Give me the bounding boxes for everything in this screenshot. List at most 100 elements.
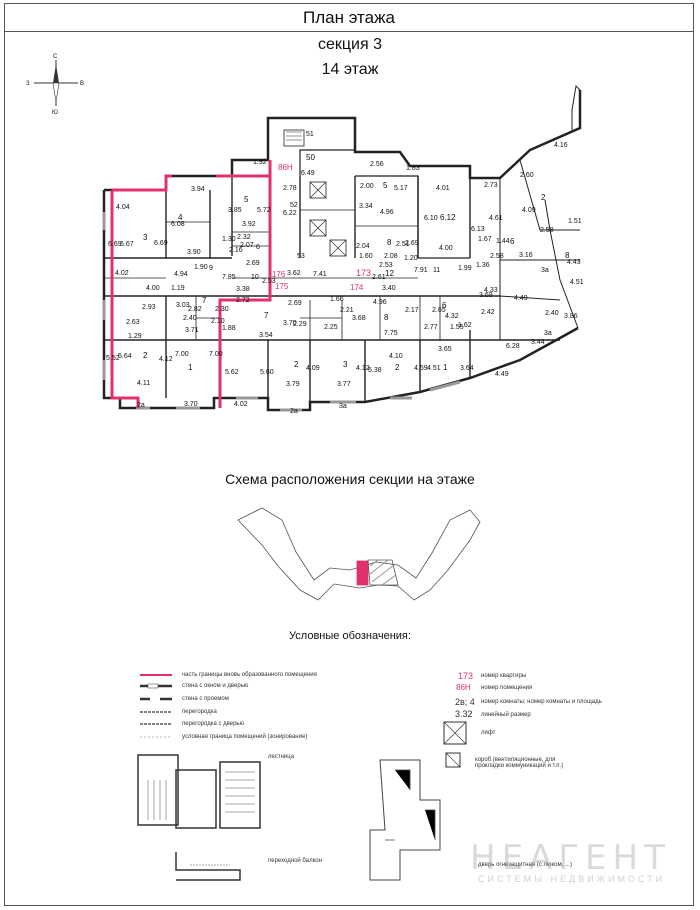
room-label: 4.12: [356, 365, 370, 372]
room-label: 1.55: [450, 324, 464, 331]
room-label: 8: [387, 238, 392, 247]
room-label: 2.25: [324, 324, 338, 331]
room-label: 7.91: [414, 267, 428, 274]
room-label: 6.10: [424, 215, 438, 222]
legend-item: дверь огнезащитная (с люком, ...): [478, 862, 572, 868]
room-label: 2.93: [142, 304, 156, 311]
premise-boundary: [110, 160, 272, 408]
room-label: 12: [385, 269, 394, 278]
room-label: 1.62: [458, 322, 472, 329]
room-label: 2.17: [405, 307, 419, 314]
legend-item: линейный размер: [481, 712, 531, 718]
room-label: 2.40: [183, 315, 197, 322]
room-label: 3.70: [184, 401, 198, 408]
compass-west: З: [26, 81, 30, 87]
room-label: 10: [251, 274, 259, 281]
room-label: 4.02: [234, 401, 248, 408]
room-label: 2: [294, 360, 299, 369]
room-label: 1: [188, 363, 193, 372]
room-label: 6.12: [440, 213, 456, 222]
room-label: 1.36: [476, 262, 490, 269]
premise-number: 86Н: [278, 163, 293, 172]
room-label: 6.67: [120, 241, 134, 248]
section-scheme: [237, 507, 481, 601]
room-label: 4.12: [159, 356, 173, 363]
room-label: 6.69: [154, 240, 168, 247]
room-label: 7: [202, 296, 207, 305]
apartment-175: 175: [275, 282, 289, 291]
legend-item: переходной балкон: [268, 858, 322, 864]
building-walls: [102, 84, 582, 412]
room-label: 3.62: [287, 270, 301, 277]
room-label: 7.00: [209, 351, 223, 358]
room-label: 2а: [290, 408, 298, 415]
legend-item: номер помещения: [481, 685, 533, 691]
room-label: 11: [433, 267, 440, 274]
compass-south: Ю: [52, 110, 58, 116]
room-label: 4.96: [380, 209, 394, 216]
room-label: 51: [306, 131, 314, 138]
room-label: 2.69: [288, 300, 302, 307]
room-label: 8: [565, 251, 570, 260]
room-label: 4.51: [570, 279, 584, 286]
room-label: 2.78: [283, 185, 297, 192]
room-label: 3: [343, 360, 348, 369]
room-label: 2.63: [126, 319, 140, 326]
room-label: 2.53: [379, 262, 393, 269]
room-label: 3.64: [460, 365, 474, 372]
room-label: 1.29: [128, 333, 142, 340]
legend-item: перегородка: [182, 709, 217, 715]
scheme-title: Схема расположения секции на этаже: [225, 471, 475, 487]
compass-north: С: [53, 54, 58, 60]
room-label: 2.10: [211, 318, 225, 325]
room-label: 2: [541, 193, 546, 202]
room-label: 8: [384, 313, 389, 322]
room-label: 6: [256, 244, 260, 251]
room-label: 2.16: [229, 247, 243, 254]
room-label: 6.22: [283, 210, 297, 217]
legend-item: лестница: [268, 754, 295, 760]
room-label: 4.61: [489, 215, 503, 222]
room-label: 6.49: [301, 170, 315, 177]
room-label: 1.67: [478, 236, 492, 243]
room-label: 2.00: [360, 183, 374, 190]
legend-item: часть границы вновь образованного помеще…: [182, 672, 317, 678]
legend-item: стена с проемом: [182, 696, 229, 702]
room-label: 3а: [544, 330, 552, 337]
legend-item: лифт: [481, 730, 496, 736]
legend-sample-apartment: 173: [458, 671, 474, 681]
room-label: 5: [244, 195, 249, 204]
room-label: 4.10: [389, 353, 403, 360]
room-label: 3.44: [531, 339, 545, 346]
room-label: 5: [383, 181, 388, 190]
room-label: 6.13: [471, 226, 485, 233]
room-label: 3.03: [176, 302, 190, 309]
room-label: 4.11: [137, 380, 150, 387]
apartment-numbers: 86Н 173 174 175 176: [272, 163, 371, 292]
room-label: 3.79: [286, 381, 300, 388]
room-label: 50: [306, 153, 315, 162]
legend-item: номер комнаты; номер комнаты и площадь: [481, 699, 602, 705]
apartment-173: 173: [356, 268, 371, 278]
room-label: 4.32: [445, 313, 459, 320]
room-label: 3.68: [352, 315, 366, 322]
room-label: 2а: [137, 402, 145, 409]
room-label: 2: [143, 351, 148, 360]
legend-item: условная граница помещений (зонирование): [182, 734, 308, 740]
room-label: 7.41: [313, 271, 327, 278]
room-label: 4.96: [373, 299, 387, 306]
legend-item: стена с окном и дверью: [182, 683, 249, 689]
legend-sample-room: 2в; 4: [455, 697, 475, 707]
compass-east: В: [80, 81, 84, 87]
room-label: 9: [209, 265, 213, 272]
room-label: 2.42: [481, 309, 495, 316]
room-label: 4.49: [514, 295, 528, 302]
compass-icon: С Ю З В: [26, 54, 84, 116]
legend-symbols: [137, 674, 467, 881]
room-label: 3.85: [228, 207, 242, 214]
section-label: секция 3: [317, 36, 382, 53]
room-label: 2.40: [545, 310, 559, 317]
room-label: 2.77: [424, 324, 438, 331]
room-label: 5.62: [225, 369, 239, 376]
